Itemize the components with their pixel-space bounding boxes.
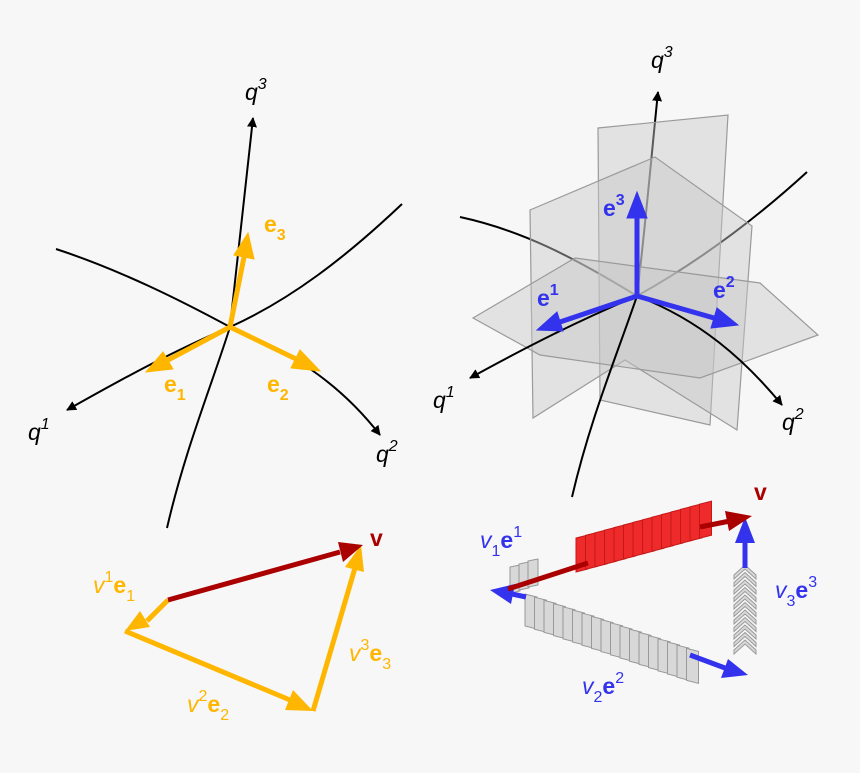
gray-chevron [733, 624, 757, 641]
q3-curve [229, 117, 257, 328]
v2e2-label: v2e2 [187, 688, 229, 724]
v-dual-label: v [754, 479, 767, 505]
panel-covariant-basis: q1 q2 q3 e1 e2 e3 [28, 76, 403, 529]
v3e3-dual-arrowhead [735, 517, 755, 543]
v2e2-dual-label: v2e2 [582, 670, 624, 706]
red-plane [699, 500, 712, 539]
v1e1-arrow [145, 598, 170, 623]
e3-label: e3 [264, 211, 286, 244]
gray-chevron [733, 601, 757, 618]
v1e1-dual-arrow [511, 591, 527, 600]
gray-chevron [733, 639, 757, 656]
gray-chevron [733, 594, 757, 611]
e1-label: e1 [164, 371, 186, 404]
panel-contravariant-basis: q1 q2 q3 e1 e2 e3 [433, 44, 820, 498]
e3-dual-label: e3 [603, 192, 625, 221]
v1e1-arrowhead [125, 611, 150, 631]
gray-chevron [733, 571, 757, 588]
e1-dual-arrow [559, 293, 638, 325]
gray-chevron [733, 631, 757, 648]
v-dual-arrow-head-shaft [699, 518, 731, 530]
panel-contravariant-components: v v1e1 v2e2 v3e3 [480, 479, 817, 706]
q3-curve-axis [636, 91, 663, 297]
v-dual-arrowhead [725, 511, 752, 531]
q2-curve-axis [636, 295, 783, 406]
e1-arrowhead [144, 351, 174, 373]
plane-stack-v3 [733, 564, 757, 656]
q1-curve-back [229, 203, 403, 328]
panel-covariant-components: v v1e1 v2e2 v3e3 [93, 525, 391, 724]
basis-arrows-covariant [144, 231, 322, 373]
v2e2-arrow [124, 628, 291, 703]
v-label: v [370, 525, 383, 551]
v3e3-label: v3e3 [349, 637, 391, 673]
q2-dual-label: q2 [782, 406, 804, 435]
e2-arrow [228, 324, 298, 362]
q2-curve-back [55, 248, 231, 328]
v-arrow [167, 549, 341, 603]
q1-dual-label: q1 [433, 384, 455, 413]
e3-dual-arrowhead [626, 190, 648, 219]
gray-chevron [733, 616, 757, 633]
gray-chevron [733, 609, 757, 626]
v3e3-dual-label: v3e3 [775, 574, 817, 610]
curve-back-right [636, 171, 808, 297]
v1e1-label: v1e1 [93, 569, 135, 605]
q3-label: q3 [245, 76, 267, 105]
gray-chevron [733, 579, 757, 596]
v1e1-dual-label: v1e1 [480, 524, 522, 560]
q3-curve-tail [571, 295, 638, 498]
plane-stack-v2 [524, 593, 699, 685]
curve-back-left [459, 216, 638, 297]
q2-curve [229, 326, 381, 436]
v-arrowhead [338, 542, 363, 562]
e3-arrow [227, 256, 247, 328]
q1-label: q1 [28, 416, 50, 445]
e1-dual-label: e1 [537, 282, 559, 311]
v2e2-dual-arrowhead [721, 659, 748, 678]
plane-stack-v [575, 500, 712, 573]
gray-chevron [733, 586, 757, 603]
q2-label: q2 [376, 438, 398, 467]
e1-arrow [166, 324, 232, 363]
v2e2-arrowhead [285, 690, 313, 711]
basis-arrows-contravariant [535, 190, 740, 332]
e2-dual-arrow [636, 293, 715, 321]
e2-label: e2 [267, 371, 289, 404]
q3-curve-back [166, 326, 231, 529]
v3e3-arrowhead [345, 545, 364, 572]
e1-dual-arrowhead [535, 311, 564, 332]
q3-dual-label: q3 [651, 44, 673, 73]
v2e2-dual-arrow [689, 652, 726, 671]
e2-dual-label: e2 [713, 274, 735, 303]
e2-arrowhead [290, 349, 322, 372]
e3-arrowhead [233, 231, 255, 260]
surface-plane-horizontal [471, 257, 820, 379]
e2-dual-arrowhead [710, 307, 740, 329]
v-dual-arrow [507, 560, 589, 592]
v3e3-arrow [310, 567, 358, 712]
